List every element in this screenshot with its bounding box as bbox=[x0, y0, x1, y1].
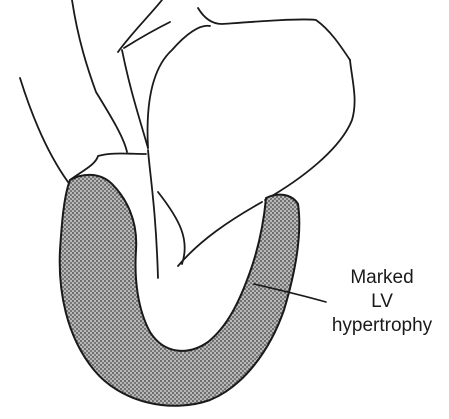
label-line-1: Marked bbox=[312, 266, 449, 290]
pulmonary-trunk-left bbox=[118, 0, 162, 52]
lv-hypertrophy-label: Marked LV hypertrophy bbox=[312, 266, 449, 338]
mitral-leaflet-line bbox=[158, 192, 185, 264]
left-atrium-right-wall bbox=[265, 60, 355, 200]
lv-wall-hypertrophy bbox=[60, 175, 300, 406]
left-atrium-upper bbox=[148, 26, 210, 148]
right-pulmonary-vessel bbox=[198, 8, 350, 60]
aorta-left-wall bbox=[20, 78, 68, 182]
label-line-3: hypertrophy bbox=[312, 314, 449, 338]
aortic-root-outline bbox=[72, 0, 127, 152]
mitral-chordae-line bbox=[178, 202, 262, 266]
label-line-2: LV bbox=[312, 290, 449, 314]
vessel-inner-line bbox=[122, 50, 148, 148]
septal-line bbox=[148, 150, 158, 278]
